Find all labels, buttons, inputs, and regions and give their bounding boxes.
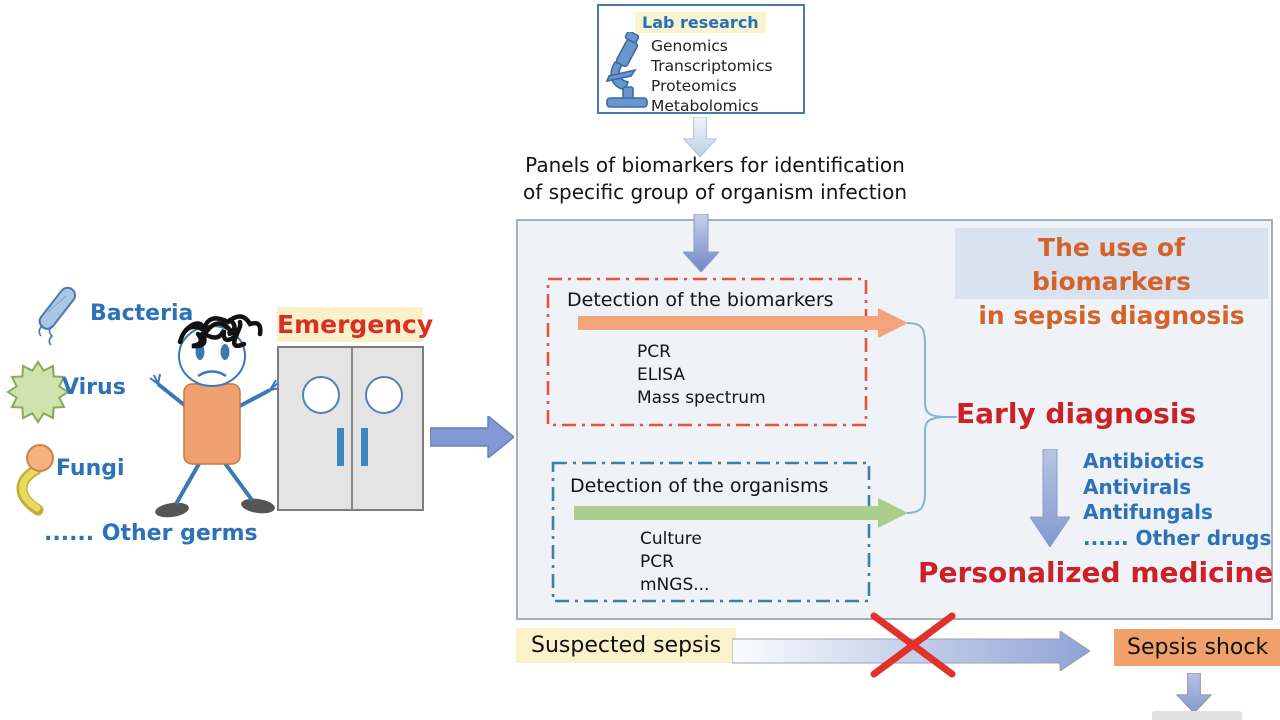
early-diagnosis-label: Early diagnosis	[956, 397, 1197, 430]
panel-title: The use of biomarkers in sepsis diagnosi…	[955, 228, 1268, 330]
door-handle-left	[337, 428, 344, 466]
drug-list: Antibiotics Antivirals Antifungals .....…	[1083, 449, 1271, 551]
suspected-sepsis-label: Suspected sepsis	[516, 628, 737, 663]
biomarker-dashed-box	[546, 277, 868, 427]
blocked-path-x-mark	[870, 612, 956, 678]
emergency-label: Emergency	[277, 307, 433, 342]
organism-methods: Culture PCR mNGS...	[640, 528, 709, 597]
lab-research-box: Lab research Genomics Transcriptomics Pr…	[597, 4, 805, 116]
drug-item: ...... Other drugs	[1083, 525, 1272, 550]
down-arrow-lab-to-caption	[682, 117, 718, 157]
caption-line-2: of specific group of organism infection	[522, 180, 908, 204]
panels-caption: Panels of biomarkers for identification …	[505, 152, 925, 206]
sick-patient-figure	[149, 314, 281, 518]
caption-line-1: Panels of biomarkers for identification	[525, 153, 905, 177]
virus-icon	[6, 360, 70, 424]
down-arrow-caption-to-panel	[683, 214, 719, 272]
down-arrow-early-to-personalized	[1030, 449, 1070, 547]
right-arrow-to-panel	[430, 416, 514, 458]
personalized-medicine-label: Personalized medicine	[918, 556, 1274, 589]
drug-item: Antivirals	[1083, 474, 1192, 499]
method-item: ELISA	[637, 365, 685, 385]
down-arrow-after-shock	[1175, 673, 1213, 713]
lab-research-items: Genomics Transcriptomics Proteomics Meta…	[651, 36, 773, 116]
drug-item: Antibiotics	[1083, 449, 1205, 473]
drug-item: Antifungals	[1083, 500, 1213, 524]
panel-title-line-2: in sepsis diagnosis	[978, 301, 1245, 330]
method-item: mNGS...	[640, 575, 710, 595]
biomarker-methods: PCR ELISA Mass spectrum	[637, 341, 766, 410]
organism-dashed-box	[551, 461, 871, 603]
door-handle-right	[361, 428, 368, 466]
method-item: Culture	[640, 529, 702, 549]
lab-item: Metabolomics	[651, 97, 759, 115]
brace-connector	[906, 322, 957, 514]
organism-flow-arrow	[574, 498, 908, 528]
method-item: PCR	[640, 552, 674, 572]
panel-title-line-1: The use of biomarkers	[1031, 233, 1191, 296]
door-window-left	[302, 376, 340, 414]
bacteria-label: Bacteria	[90, 301, 194, 326]
fungi-icon	[16, 444, 54, 516]
method-item: Mass spectrum	[637, 388, 766, 408]
lab-item: Genomics	[651, 37, 728, 55]
door-split-line	[351, 348, 353, 509]
emergency-doors	[277, 346, 424, 511]
virus-label: Virus	[62, 375, 126, 400]
biomarker-box-title: Detection of the biomarkers	[567, 289, 834, 311]
method-item: PCR	[637, 342, 671, 362]
sepsis-shock-label: Sepsis shock	[1114, 629, 1280, 666]
suspected-to-shock-arrow	[732, 631, 1090, 671]
lab-item: Proteomics	[651, 77, 737, 95]
biomarker-flow-arrow	[578, 308, 908, 338]
door-window-right	[365, 376, 403, 414]
lab-research-title: Lab research	[635, 12, 766, 33]
cutoff-box-bottom	[1152, 711, 1242, 720]
other-germs-label: ...... Other germs	[44, 521, 258, 546]
fungi-label: Fungi	[56, 456, 125, 481]
bacteria-icon	[38, 286, 77, 346]
organism-box-title: Detection of the organisms	[570, 475, 829, 497]
microscope-icon	[605, 32, 648, 108]
lab-item: Transcriptomics	[651, 57, 773, 75]
